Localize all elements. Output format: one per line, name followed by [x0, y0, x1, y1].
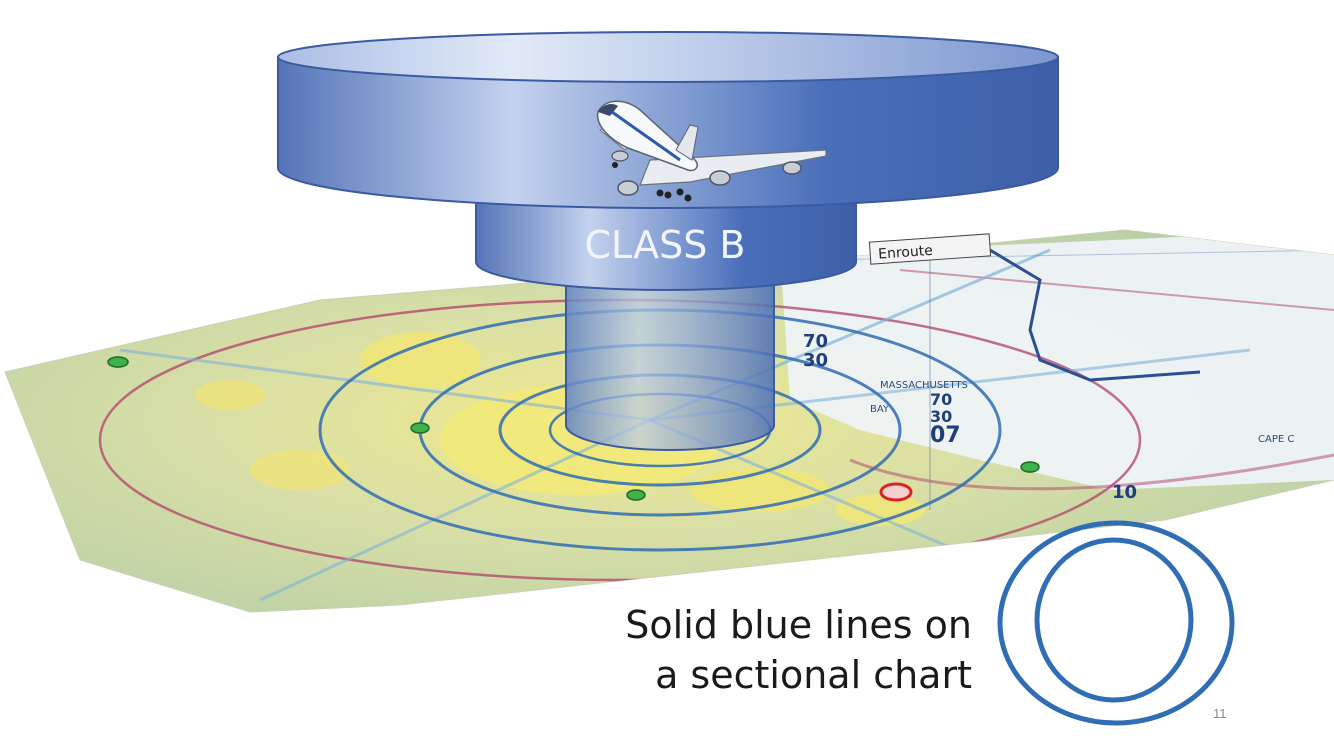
caption: Solid blue lines on a sectional chart: [625, 600, 972, 700]
chart-altitude-number: 10: [1112, 482, 1137, 503]
chart-altitude-number: 07: [930, 423, 961, 448]
airspace-class-label: CLASS B: [585, 223, 746, 267]
chart-place-label: BAY: [870, 404, 890, 415]
caption-line-2: a sectional chart: [655, 653, 972, 697]
chart-tab-label: Enroute: [878, 243, 934, 263]
airport-symbol-icon: [107, 356, 1040, 502]
chart-altitude-number: 70: [930, 390, 952, 409]
solid-blue-ring-symbol: [997, 520, 1235, 726]
chart-altitude-number: 30: [803, 350, 828, 371]
chart-place-label: CAPE C: [1258, 434, 1294, 445]
caption-line-1: Solid blue lines on: [625, 603, 972, 647]
page-number: 11: [1213, 706, 1227, 721]
chart-place-label: MASSACHUSETTS: [880, 380, 968, 391]
airplane-icon: [596, 100, 827, 202]
chart-altitude-number: 70: [803, 331, 828, 352]
class-b-airspace-shape: CLASS B: [277, 31, 1059, 451]
chart-altitude-number: 30: [930, 407, 952, 426]
